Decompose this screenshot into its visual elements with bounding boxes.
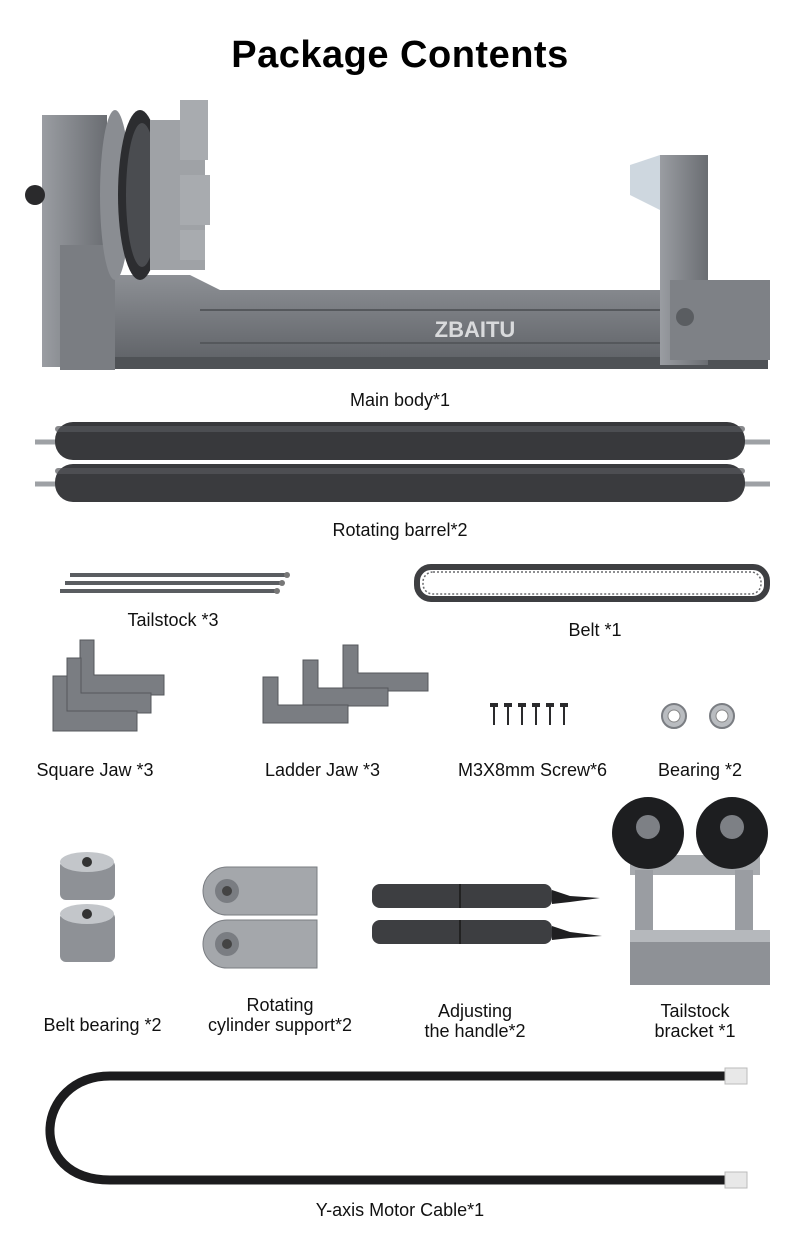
bearing-image bbox=[661, 703, 735, 729]
square-jaw-label: Square Jaw *3 bbox=[36, 760, 154, 780]
adjusting-handle-label: Adjusting the handle*2 bbox=[395, 1001, 555, 1041]
motor-cable-label: Y-axis Motor Cable*1 bbox=[315, 1200, 485, 1220]
tailstock-bracket-label-line1: Tailstock bbox=[660, 1001, 730, 1021]
tailstock-label: Tailstock *3 bbox=[127, 610, 219, 630]
motor-cable-image bbox=[45, 1067, 748, 1189]
brand-logo: ZBAITU bbox=[435, 317, 516, 342]
rotating-cylinder-support-label: Rotating cylinder support*2 bbox=[185, 995, 375, 1035]
main-body-label: Main body*1 bbox=[349, 390, 451, 410]
belt-image bbox=[414, 564, 770, 602]
tailstock-image bbox=[60, 572, 290, 594]
belt-label: Belt *1 bbox=[568, 620, 622, 640]
ladder-jaw-label: Ladder Jaw *3 bbox=[264, 760, 381, 780]
adjusting-handle-image bbox=[372, 884, 602, 944]
adjusting-handle-label-line1: Adjusting bbox=[437, 1001, 513, 1021]
bearing-label: Bearing *2 bbox=[657, 760, 743, 780]
rotating-cylinder-support-label-line2: cylinder support*2 bbox=[207, 1015, 353, 1035]
tailstock-bracket-label-line2: bracket *1 bbox=[654, 1021, 736, 1041]
page-title: Package Contents bbox=[231, 34, 569, 76]
belt-bearing-label: Belt bearing *2 bbox=[43, 1015, 162, 1035]
screw-image bbox=[490, 703, 568, 725]
tailstock-bracket-image bbox=[612, 797, 770, 985]
rotating-barrel-label: Rotating barrel*2 bbox=[332, 520, 468, 540]
main-body-image: ZBAITU bbox=[25, 100, 770, 370]
adjusting-handle-label-line2: the handle*2 bbox=[424, 1021, 526, 1041]
rotating-cylinder-support-label-line1: Rotating bbox=[246, 995, 314, 1015]
tailstock-bracket-label: Tailstock bracket *1 bbox=[620, 1001, 770, 1041]
screw-label: M3X8mm Screw*6 bbox=[457, 760, 608, 780]
square-jaw-image bbox=[52, 639, 165, 732]
rotating-barrel-image bbox=[35, 422, 770, 502]
ladder-jaw-image bbox=[262, 644, 429, 724]
belt-bearing-image bbox=[60, 852, 115, 962]
rotating-cylinder-support-image bbox=[202, 866, 318, 969]
